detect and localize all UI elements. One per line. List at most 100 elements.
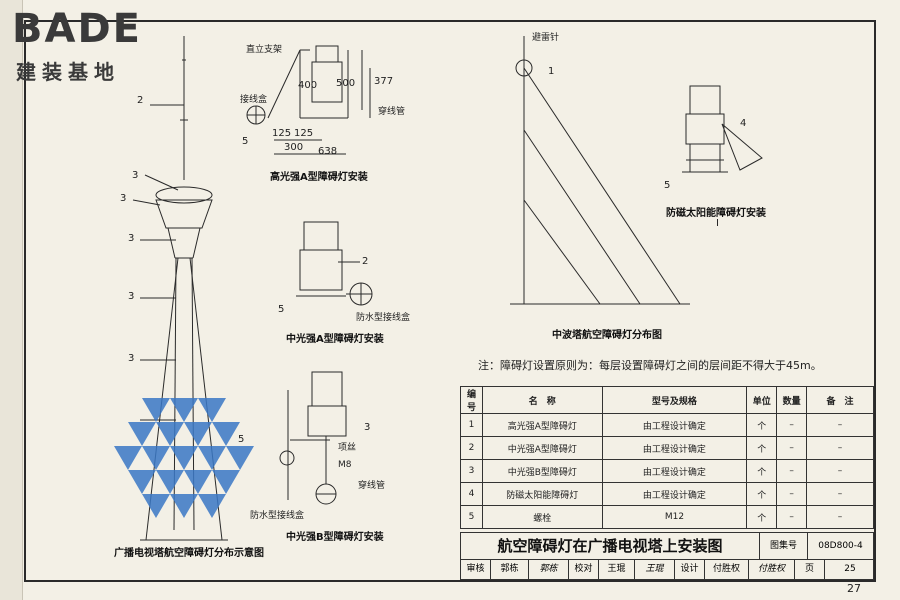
dim-500: 500 — [336, 78, 356, 89]
callout-5: 5 — [664, 180, 671, 191]
dim-125: 125 — [272, 128, 292, 139]
ornament-triangles — [114, 398, 254, 518]
mid-b-drawing — [279, 371, 347, 505]
callout-3: 3 — [128, 291, 135, 302]
tv-tower-caption: 广播电视塔航空障碍灯分布示意图 — [114, 548, 264, 559]
table-cell: 个 — [746, 413, 778, 437]
callout-5: 5 — [238, 434, 245, 445]
sig-cell: 页 — [795, 560, 825, 579]
callout-3: 3 — [364, 422, 371, 433]
table-cell: 由工程设计确定 — [601, 459, 748, 483]
label-lightning-rod: 避雷针 — [532, 33, 560, 43]
logo-sub: 建装基地 — [16, 60, 120, 84]
table-cell: 5 — [460, 505, 483, 529]
callout-4: 4 — [740, 118, 747, 129]
header-cell: 单位 — [746, 386, 778, 414]
atlas-label: 图集号 — [760, 532, 808, 560]
atlas-number: 08D800-4 — [808, 532, 874, 560]
callout-3: 3 — [128, 233, 135, 244]
sig-cell: 郭栋 — [491, 560, 529, 579]
table-cell: – — [806, 413, 874, 437]
table-cell: 由工程设计确定 — [601, 413, 748, 437]
table-cell: 由工程设计确定 — [601, 436, 748, 460]
dim-125: 125 — [294, 128, 314, 139]
table-row: 5 螺栓 M12 个 – – — [460, 505, 874, 529]
table-cell: 中光强B型障碍灯 — [481, 459, 603, 483]
mid-b-caption: 中光强B型障碍灯安装 — [286, 532, 384, 543]
table-cell: 高光强A型障碍灯 — [481, 413, 603, 437]
title-block: 航空障碍灯在广播电视塔上安装图 图集号 08D800-4 审核 郭栋 郭栋 校对… — [460, 532, 874, 580]
materials-table: 编号 名 称 型号及规格 单位 数量 备 注 1 高光强A型障碍灯 由工程设计确… — [460, 386, 874, 529]
table-cell: 4 — [460, 482, 483, 506]
drawing-title: 航空障碍灯在广播电视塔上安装图 — [460, 532, 760, 560]
table-cell: 由工程设计确定 — [601, 482, 748, 506]
table-cell: 个 — [746, 505, 778, 529]
sig-cell: 王琨 — [599, 560, 635, 579]
label-junction: 接线盒 — [240, 95, 268, 105]
page-number: 27 — [847, 582, 861, 595]
table-cell: – — [806, 482, 874, 506]
table-row: 1 高光强A型障碍灯 由工程设计确定 个 – – — [460, 413, 874, 437]
callout-1: 1 — [548, 66, 555, 77]
label-clamp: 项丝 — [338, 443, 357, 453]
dim-400: 400 — [298, 80, 318, 91]
callout-5: 5 — [242, 136, 249, 147]
solar-drawing — [682, 85, 763, 173]
table-cell: 1 — [460, 413, 483, 437]
logo-main: BADE — [12, 6, 142, 52]
note-text: 注：障碍灯设置原则为：每层设置障碍灯之间的层间距不得大于45m。 — [478, 359, 822, 372]
table-cell: – — [806, 505, 874, 529]
mid-a-caption: 中光强A型障碍灯安装 — [286, 334, 384, 345]
table-cell: 个 — [746, 436, 778, 460]
sig-cell: 审核 — [461, 560, 491, 579]
solar-sub: I — [716, 218, 719, 229]
table-cell: 个 — [746, 459, 778, 483]
header-cell: 名 称 — [481, 386, 603, 414]
callout-3: 3 — [128, 353, 135, 364]
signature-mark: 王琨 — [635, 560, 675, 579]
table-cell: M12 — [601, 505, 748, 529]
header-cell: 编号 — [460, 386, 483, 414]
table-cell: 3 — [460, 459, 483, 483]
mw-tower-caption: 中波塔航空障碍灯分布图 — [552, 330, 662, 341]
label-conduit: 穿线管 — [358, 481, 386, 491]
table-row: 4 防磁太阳能障碍灯 由工程设计确定 个 – – — [460, 482, 874, 506]
label-bracket: 直立支架 — [246, 45, 283, 55]
table-cell: – — [776, 459, 808, 483]
callout-3: 3 — [120, 193, 127, 204]
dim-377: 377 — [374, 76, 394, 87]
table-header-row: 编号 名 称 型号及规格 单位 数量 备 注 — [460, 386, 874, 414]
label-waterproof-box: 防水型接线盒 — [356, 313, 411, 323]
sheet-page-number: 25 — [844, 564, 856, 574]
signature-row: 审核 郭栋 郭栋 校对 王琨 王琨 设计 付胜权 付胜权 页 25 — [460, 560, 874, 580]
table-cell: 螺栓 — [481, 505, 603, 529]
sig-cell: 设计 — [675, 560, 705, 579]
table-row: 3 中光强B型障碍灯 由工程设计确定 个 – – — [460, 459, 874, 483]
header-cell: 备 注 — [806, 386, 874, 414]
table-cell: 2 — [460, 436, 483, 460]
solar-caption: 防磁太阳能障碍灯安装 — [666, 208, 766, 219]
header-cell: 数量 — [776, 386, 808, 414]
callout-3: 3 — [132, 170, 139, 181]
dim-638: 638 — [318, 146, 338, 157]
signature-mark: 郭栋 — [529, 560, 569, 579]
label-m8: M8 — [338, 460, 352, 470]
signature-mark: 付胜权 — [749, 560, 795, 579]
table-cell: – — [776, 436, 808, 460]
mw-tower-drawing — [510, 36, 690, 305]
dim-300: 300 — [284, 142, 304, 153]
label-waterproof-box: 防水型接线盒 — [250, 511, 305, 521]
table-cell: 防磁太阳能障碍灯 — [481, 482, 603, 506]
label-conduit: 穿线管 — [378, 107, 406, 117]
table-row: 2 中光强A型障碍灯 由工程设计确定 个 – – — [460, 436, 874, 460]
mid-a-drawing — [296, 221, 373, 306]
callout-5: 5 — [278, 304, 285, 315]
sig-cell: 校对 — [569, 560, 599, 579]
bade-logo: BADE 建装基地 — [10, 4, 170, 84]
high-a-caption: 高光强A型障碍灯安装 — [270, 172, 368, 183]
table-cell: 个 — [746, 482, 778, 506]
callout-2: 2 — [362, 256, 369, 267]
table-cell: – — [806, 436, 874, 460]
table-cell: – — [776, 413, 808, 437]
